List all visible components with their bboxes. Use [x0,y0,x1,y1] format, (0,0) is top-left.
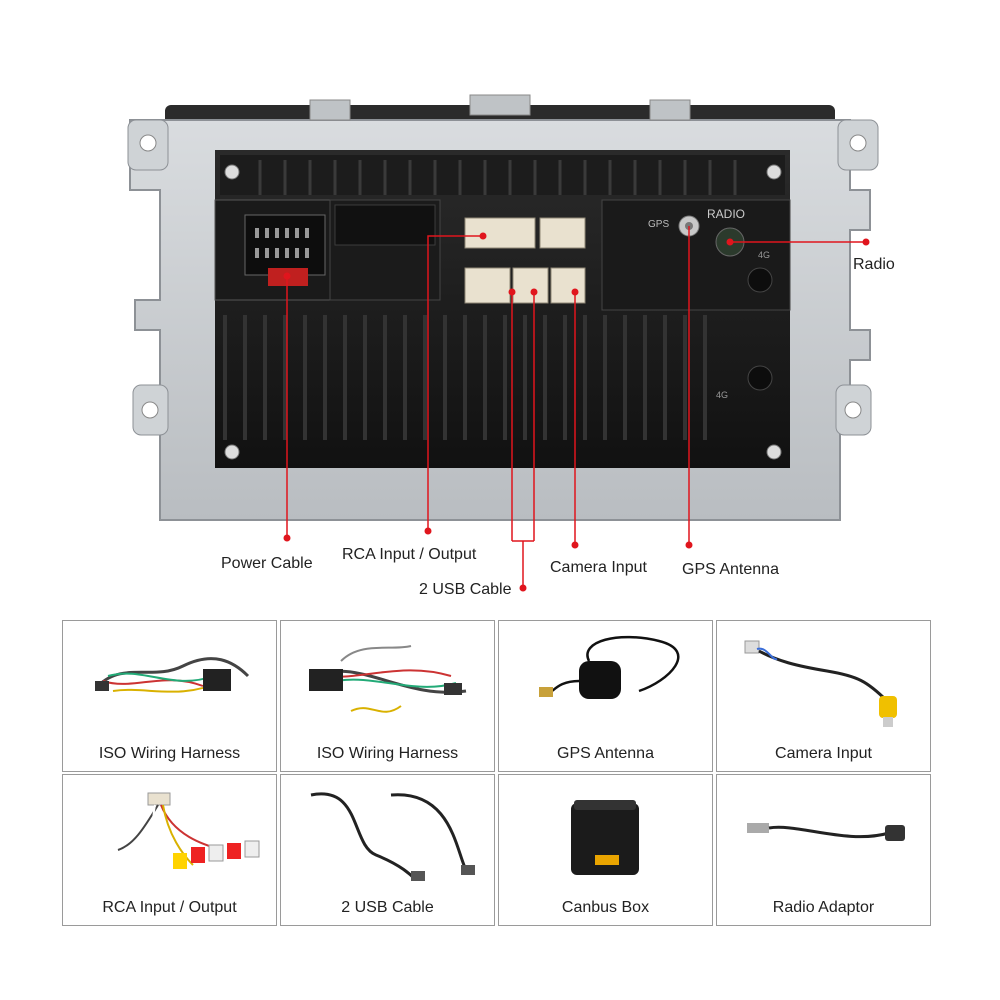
camera-cable-icon [744,640,897,727]
callout-usb: 2 USB Cable [419,581,512,598]
callout-power-cable: Power Cable [221,555,313,572]
wiring-harness-icon [309,645,467,713]
camera-connector [550,267,586,304]
accessory-card: ISO Wiring Harness [62,620,277,772]
accessory-card: 2 USB Cable [280,774,495,926]
accessory-label: ISO Wiring Harness [98,745,241,762]
accessory-card: RCA Input / Output [62,774,277,926]
head-unit-rear-image: GPS RADIO 4G 4G [127,94,879,592]
accessory-label: Canbus Box [561,899,650,916]
accessory-label: Camera Input [775,745,872,762]
accessory-label: Radio Adaptor [772,899,875,916]
radio-adaptor-icon [747,823,905,841]
accessory-label: RCA Input / Output [102,899,237,916]
usb-connector-2 [512,267,549,304]
pointer-dots [283,232,870,592]
svg-text:4G: 4G [758,250,770,260]
callout-rca: RCA Input / Output [342,546,477,563]
panel-radio-text: RADIO [707,207,745,221]
rca-connector [464,217,536,249]
accessory-card: Canbus Box [498,774,713,926]
accessory-label: GPS Antenna [557,745,654,762]
usb-cable-icon [310,792,475,882]
head-unit-rear-diagram: GPS RADIO 4G 4G [127,94,895,598]
accessory-label: 2 USB Cable [341,899,434,916]
callout-radio: Radio [853,256,895,273]
canbus-box-icon [571,800,639,875]
gps-antenna-icon [539,635,680,699]
accessory-card: GPS Antenna [498,620,713,772]
usb-connector-1 [464,267,511,304]
accessory-grid: ISO Wiring Harness ISO Wiring Harness GP… [62,620,932,928]
callout-gps: GPS Antenna [682,561,779,578]
svg-text:4G: 4G [716,390,728,400]
accessory-label: ISO Wiring Harness [316,745,459,762]
callout-camera: Camera Input [550,559,647,576]
accessory-card: ISO Wiring Harness [280,620,495,772]
rca-cable-icon [117,792,260,869]
pointer-lines [286,226,866,588]
panel-gps-text: GPS [648,219,669,230]
accessory-card: Camera Input [716,620,931,772]
wiring-harness-icon [95,657,250,693]
accessory-card: Radio Adaptor [716,774,931,926]
